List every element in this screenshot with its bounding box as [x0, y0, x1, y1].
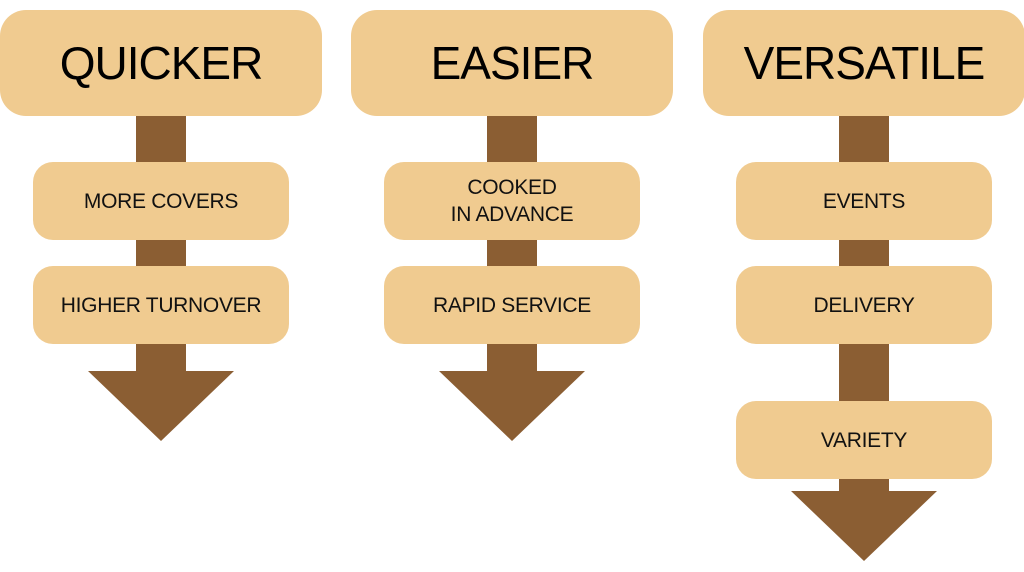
column-title: VERSATILE: [743, 37, 986, 89]
header-box-versatile: VERSATILE: [703, 10, 1024, 116]
column-easier: EASIER COOKED IN ADVANCE RAPID SERVICE: [351, 0, 673, 572]
item-label: HIGHER TURNOVER: [60, 293, 262, 317]
item-label: MORE COVERS: [83, 189, 239, 213]
item-box: MORE COVERS: [33, 162, 289, 240]
item-box: DELIVERY: [736, 266, 992, 344]
arrow-down-icon: [791, 491, 937, 561]
item-box: HIGHER TURNOVER: [33, 266, 289, 344]
item-box: COOKED IN ADVANCE: [384, 162, 640, 240]
header-box-easier: EASIER: [351, 10, 673, 116]
item-label: COOKED IN ADVANCE: [450, 176, 574, 226]
column-versatile: VERSATILE EVENTS DELIVERY VARIETY: [703, 0, 1024, 572]
item-label: DELIVERY: [813, 293, 915, 317]
item-label: EVENTS: [822, 189, 906, 213]
header-box-quicker: QUICKER: [0, 10, 322, 116]
column-title: QUICKER: [59, 37, 264, 89]
column-quicker: QUICKER MORE COVERS HIGHER TURNOVER: [0, 0, 322, 572]
arrow-down-icon: [88, 371, 234, 441]
column-title: EASIER: [430, 37, 595, 89]
arrow-down-icon: [439, 371, 585, 441]
item-box: RAPID SERVICE: [384, 266, 640, 344]
item-label: RAPID SERVICE: [433, 293, 591, 317]
item-box: EVENTS: [736, 162, 992, 240]
item-box: VARIETY: [736, 401, 992, 479]
item-label: VARIETY: [820, 428, 908, 452]
